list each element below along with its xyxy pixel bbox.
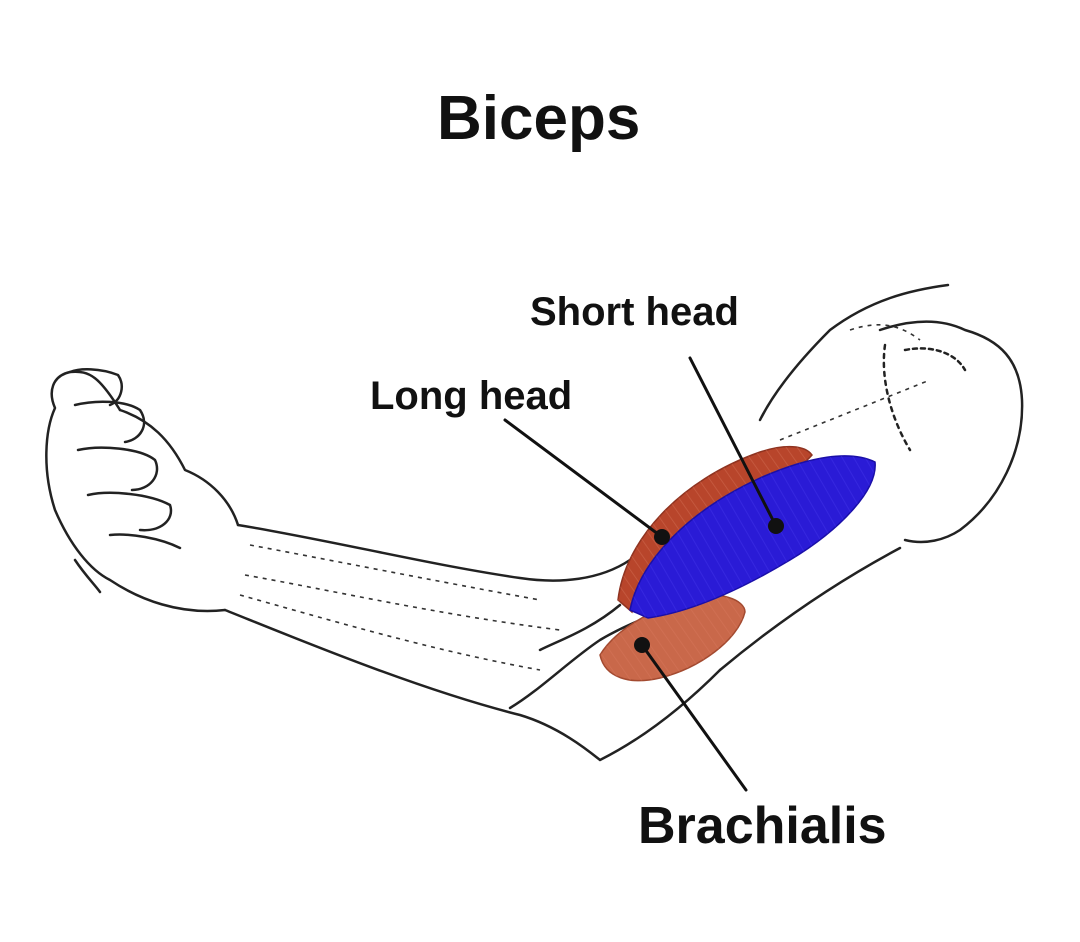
arm-outline xyxy=(45,283,1024,762)
short-head-marker-dot xyxy=(768,518,784,534)
brachialis-marker-dot xyxy=(634,637,650,653)
brachialis-label: Brachialis xyxy=(638,797,887,855)
short-head-leader-line xyxy=(688,356,778,528)
inner-structure-lines xyxy=(239,324,931,671)
brachialis-fibers xyxy=(600,595,745,681)
short-head-fibers xyxy=(630,455,876,618)
short-head-label: Short head xyxy=(530,290,739,334)
brachialis-leader-line xyxy=(640,643,748,792)
long-head-leader-line xyxy=(503,418,664,539)
long-head-label: Long head xyxy=(370,374,573,418)
long-head-marker-dot xyxy=(654,529,670,545)
diagram-title: Biceps xyxy=(437,84,641,153)
marker-dots xyxy=(634,518,784,653)
leader-lines xyxy=(503,356,778,792)
